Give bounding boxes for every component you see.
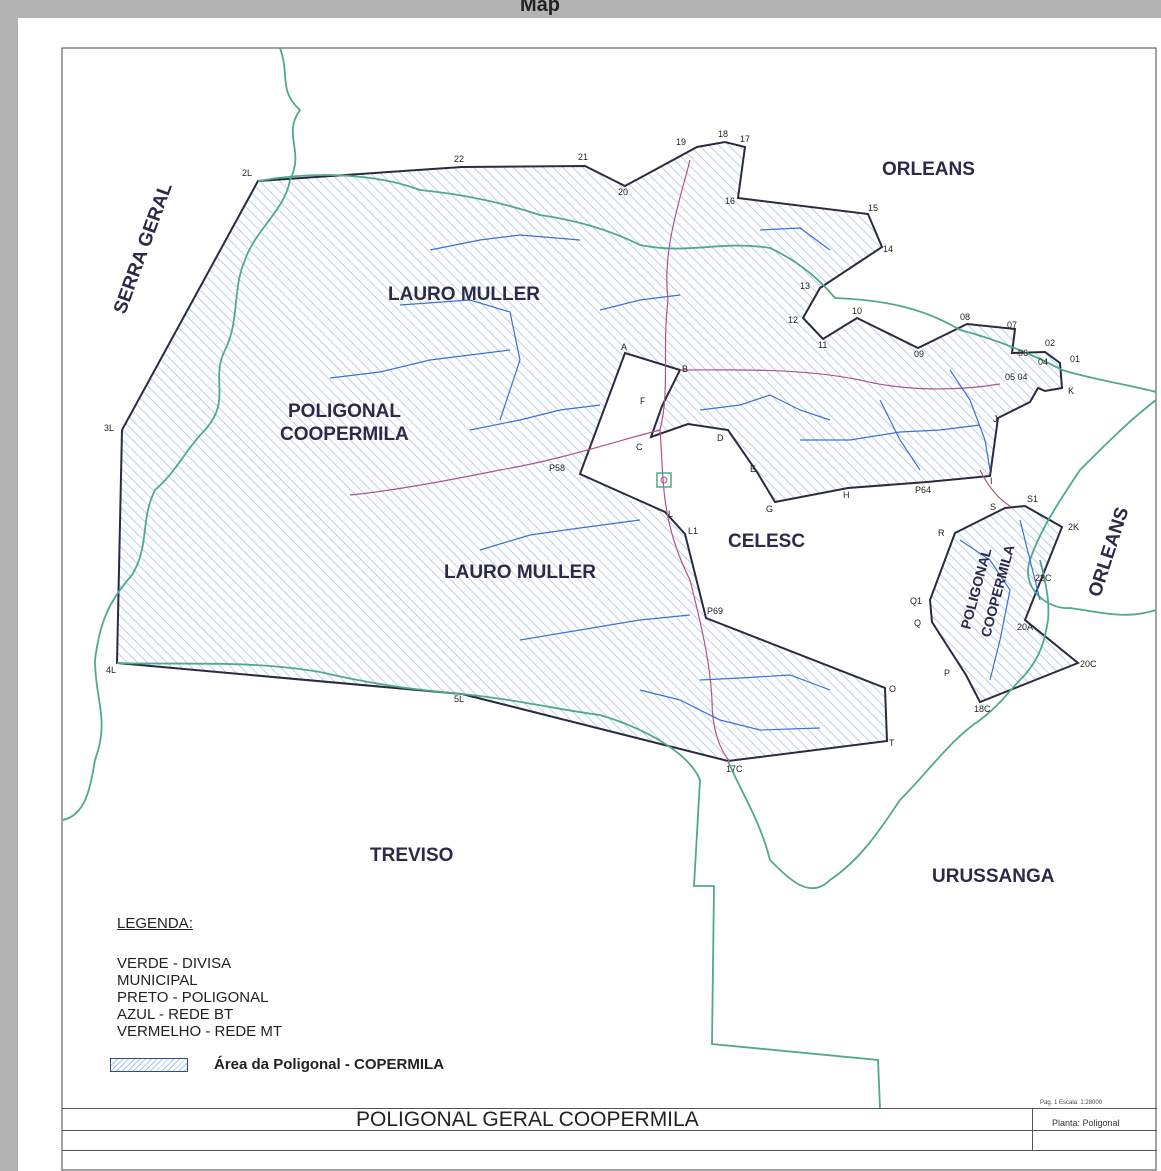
vertex-label: B — [682, 364, 688, 374]
label-treviso: TREVISO — [370, 845, 453, 866]
vertex-label: 02 — [1045, 338, 1055, 348]
label-serra-geral: SERRA GERAL — [110, 180, 177, 317]
vertex-label: K — [1068, 386, 1074, 396]
vertex-label: P58 — [549, 463, 565, 473]
vertex-label: R — [938, 528, 945, 538]
vertex-label: F — [640, 396, 646, 406]
vertex-label: J — [993, 414, 998, 424]
label-orleans-top: ORLEANS — [882, 159, 975, 180]
vertex-label: G — [766, 504, 773, 514]
label-urussanga: URUSSANGA — [932, 866, 1055, 887]
vertex-label: P69 — [707, 606, 723, 616]
vertex-label: I — [990, 476, 993, 486]
vertex-label: 08 — [960, 312, 970, 322]
vertex-label: H — [843, 490, 850, 500]
legend: LEGENDA: VERDE - DIVISA MUNICIPAL PRETO … — [117, 915, 537, 1040]
vertex-label: 20A — [1017, 622, 1033, 632]
vertex-label: 10 — [852, 306, 862, 316]
vertex-label: P64 — [915, 485, 931, 495]
vertex-label: L — [668, 509, 673, 519]
label-orleans-right: ORLEANS — [1085, 505, 1134, 600]
top-border — [0, 0, 1161, 18]
legend-item: VERDE - DIVISA — [117, 955, 232, 972]
legend-area-label: Área da Poligonal - COPERMILA — [214, 1056, 445, 1073]
label-celesc: CELESC — [728, 531, 805, 552]
vertex-label: 09 — [914, 349, 924, 359]
vertex-label: 06 — [1018, 348, 1028, 358]
vertex-labels: 2L 22 21 20 19 18 17 16 15 14 13 12 11 1… — [104, 129, 1097, 774]
vertex-label: 19 — [676, 137, 686, 147]
page-title: Map — [520, 0, 560, 16]
drawing-title: POLIGONAL GERAL COOPERMILA — [356, 1108, 699, 1131]
vertex-label: T — [889, 738, 895, 748]
vertex-label: 20 — [618, 187, 628, 197]
legend-item: MUNICIPAL — [117, 972, 198, 989]
sheet-border — [61, 47, 1157, 1171]
vertex-label: O — [889, 684, 896, 694]
label-lauro-muller-top: LAURO MULLER — [388, 284, 540, 305]
plant-label: Planta: Poligonal — [1052, 1118, 1120, 1128]
legend-area-row: Área da Poligonal - COPERMILA — [110, 1056, 610, 1076]
vertex-label: 11 — [818, 340, 827, 350]
title-block: POLIGONAL GERAL COOPERMILA Pag. 1 Escala… — [62, 1100, 1157, 1170]
main-polygon-area — [115, 140, 1064, 763]
vertex-label: 05 04 — [1005, 372, 1028, 382]
vertex-label: 2K — [1068, 522, 1079, 532]
vertex-label: S1 — [1027, 494, 1038, 504]
vertex-label: D — [717, 433, 724, 443]
vertex-label: 3L — [104, 423, 114, 433]
vertex-label: A — [621, 342, 627, 352]
vertex-label: 07 — [1007, 320, 1017, 330]
vertex-label: C — [636, 442, 643, 452]
vertex-label: S — [990, 502, 996, 512]
vertex-label: 5L — [454, 694, 464, 704]
left-border — [0, 0, 18, 1171]
small-polygon-area — [928, 504, 1080, 704]
vertex-label: 22C — [1035, 573, 1052, 583]
vertex-label: 18C — [974, 704, 991, 714]
label-coopermila: COOPERMILA — [280, 424, 409, 445]
vertex-label: 01 — [1070, 354, 1080, 364]
bt-network — [329, 227, 1041, 731]
legend-item: PRETO - POLIGONAL — [117, 989, 269, 1006]
legend-item: VERMELHO - REDE MT — [117, 1023, 283, 1040]
vertex-label: 20C — [1080, 659, 1097, 669]
label-lauro-muller-bottom: LAURO MULLER — [444, 562, 596, 583]
vertex-label: 12 — [788, 315, 798, 325]
center-marker — [656, 472, 672, 488]
label-poligonal: POLIGONAL — [288, 401, 401, 422]
mt-network — [349, 159, 1011, 763]
legend-item: AZUL - REDE BT — [117, 1006, 234, 1023]
hatch-swatch — [110, 1058, 188, 1072]
vertex-label: L1 — [688, 526, 698, 536]
vertex-label: 21 — [578, 152, 588, 162]
vertex-label: 14 — [883, 244, 893, 254]
vertex-label: 18 — [718, 129, 728, 139]
vertex-label: 22 — [454, 154, 464, 164]
vertex-label: 13 — [800, 281, 810, 291]
vertex-label: 04 — [1038, 357, 1048, 367]
vertex-label: P — [944, 668, 950, 678]
vertex-label: 17 — [740, 134, 750, 144]
vertex-label: Q — [914, 618, 921, 628]
page-scale: Pag. 1 Escala: 1:28000 — [1040, 1100, 1103, 1106]
vertex-label: 17C — [726, 764, 743, 774]
vertex-label: 2L — [242, 168, 252, 178]
vertex-label: E — [750, 464, 756, 474]
legend-title: LEGENDA: — [117, 915, 193, 932]
vertex-label: 4L — [106, 665, 116, 675]
vertex-label: Q1 — [910, 596, 922, 606]
vertex-label: 16 — [725, 196, 735, 206]
vertex-label: 15 — [868, 203, 878, 213]
